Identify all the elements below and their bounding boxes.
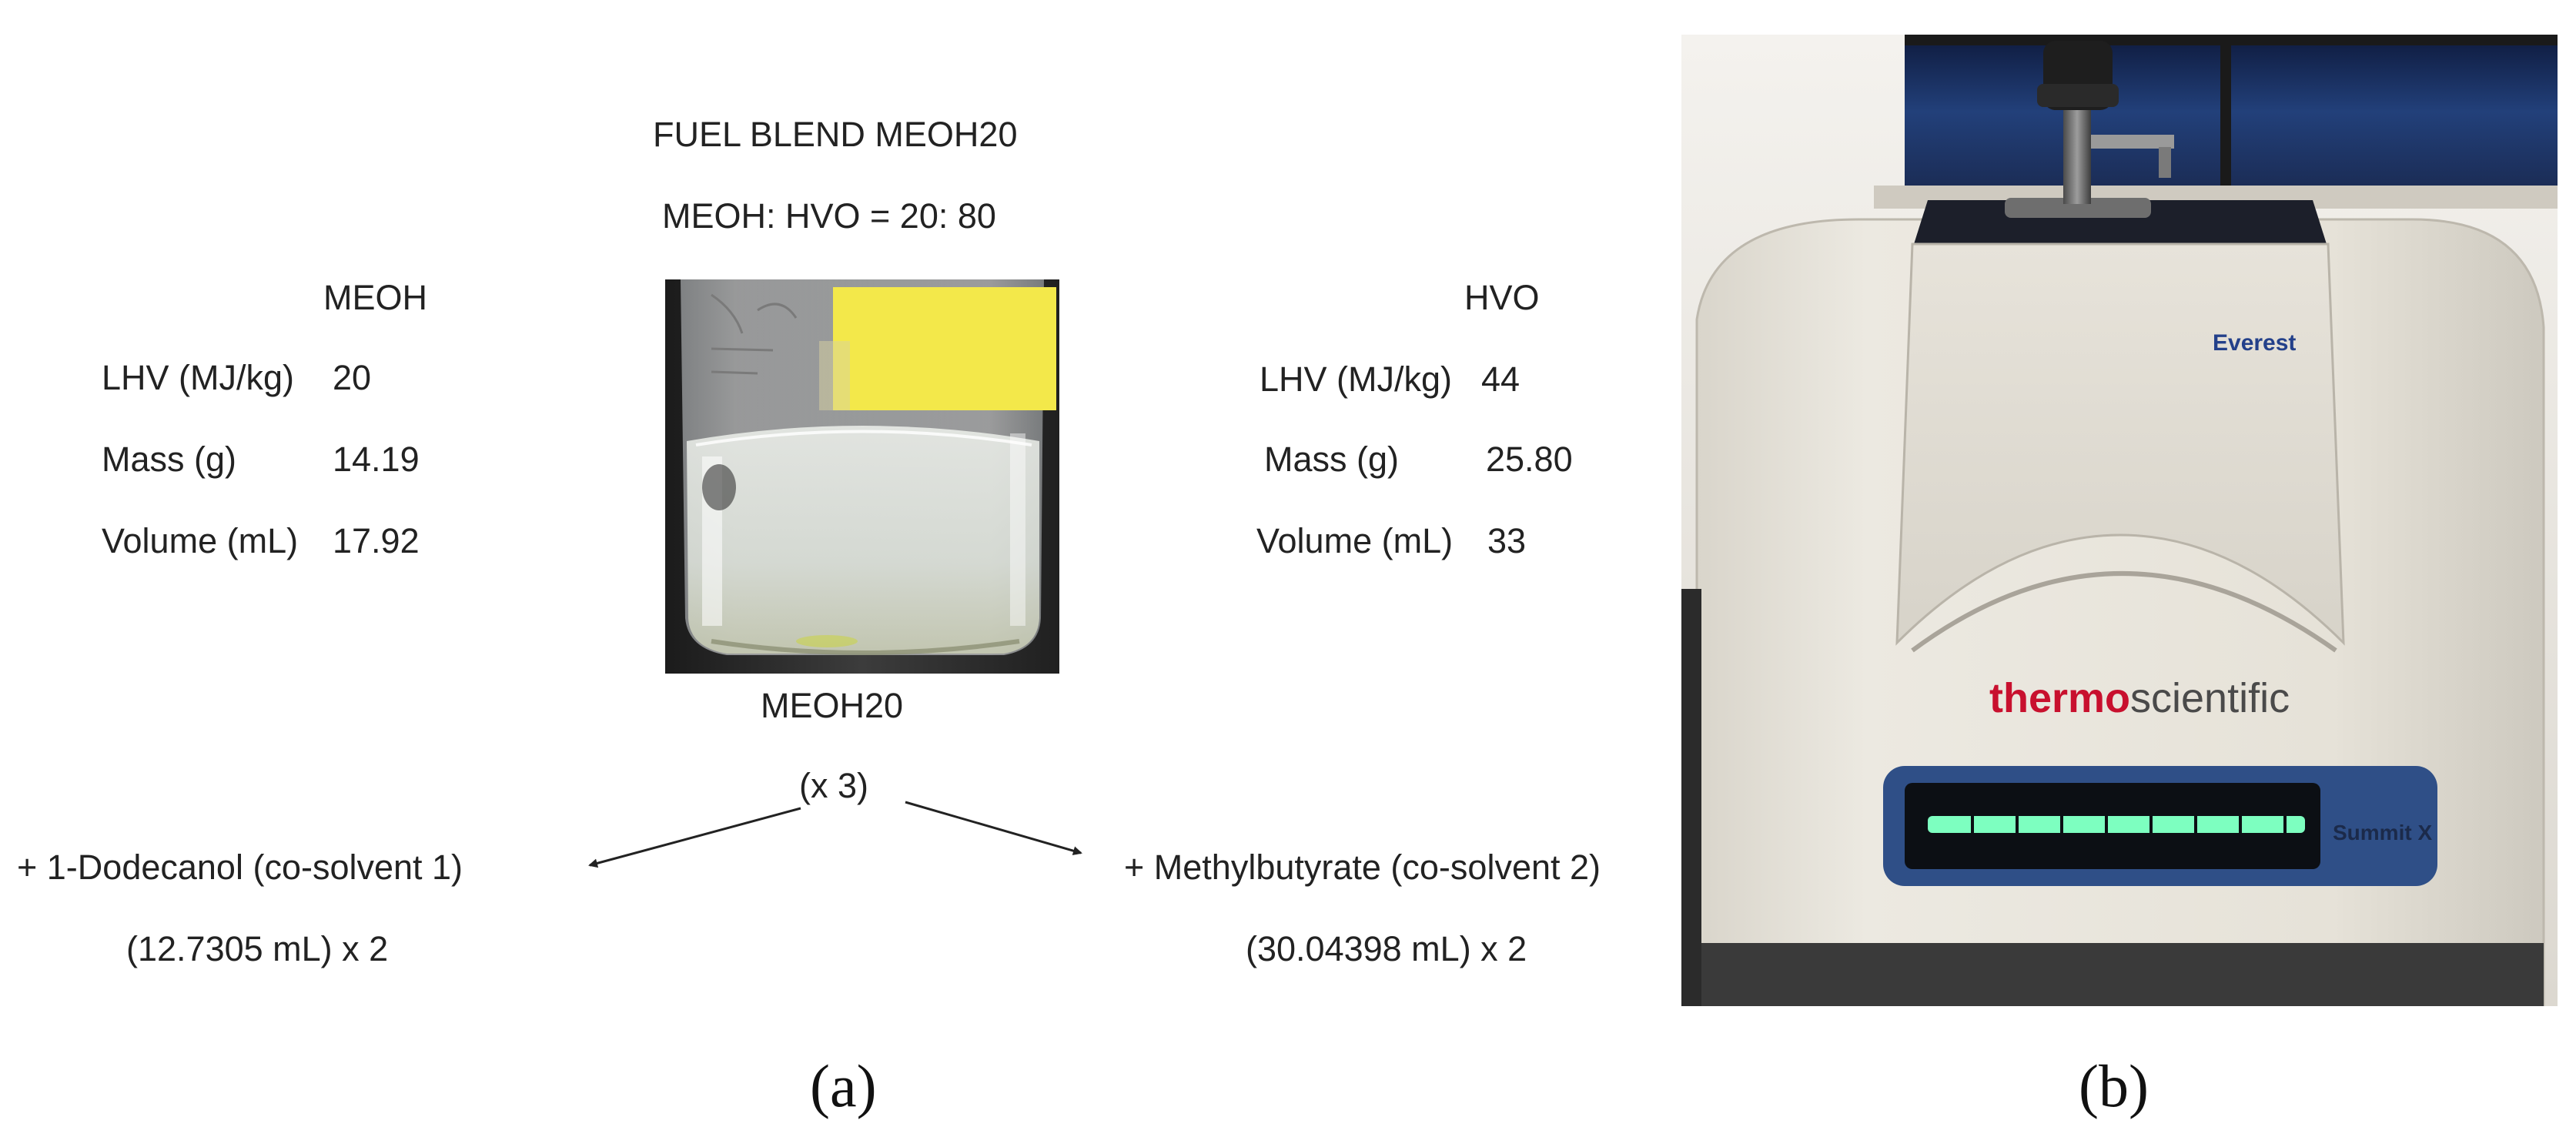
liquid-surface bbox=[695, 430, 1032, 446]
glass-reflection-right bbox=[1010, 433, 1025, 626]
hvo-lhv-value: 44 bbox=[1481, 359, 1521, 399]
brand-thermo: thermo bbox=[1989, 675, 2130, 721]
brand-logo: thermoscientific bbox=[1989, 675, 2290, 721]
beaker-liquid bbox=[687, 426, 1039, 654]
status-led-bar bbox=[1928, 816, 2305, 833]
instrument-lid bbox=[1895, 242, 2345, 646]
anvil-plate bbox=[2005, 198, 2151, 218]
pressure-knob-base bbox=[2037, 84, 2119, 107]
hvo-heading: HVO bbox=[1464, 278, 1540, 317]
cosolvent-2-amount: (30.04398 mL) x 2 bbox=[1246, 929, 1527, 968]
meoh-volume-label: Volume (mL) bbox=[102, 521, 299, 560]
meoh-mass-value: 14.19 bbox=[333, 440, 420, 479]
meoh-lhv-value: 20 bbox=[333, 358, 372, 397]
cosolvent-1-amount: (12.7305 mL) x 2 bbox=[126, 929, 389, 968]
panel-a-label: (a) bbox=[810, 1052, 877, 1119]
beaker-bottom bbox=[711, 639, 1020, 655]
beaker-graduations bbox=[711, 293, 798, 375]
pressure-arm bbox=[2091, 135, 2174, 149]
arrow-to-cosolvent-2 bbox=[905, 801, 1082, 855]
blend-title: FUEL BLEND MEOH20 bbox=[653, 115, 1018, 154]
pressure-column bbox=[2063, 104, 2091, 204]
meoh-heading: MEOH bbox=[323, 278, 427, 317]
blend-ratio: MEOH: HVO = 20: 80 bbox=[662, 196, 996, 236]
hvo-mass-value: 25.80 bbox=[1486, 440, 1573, 479]
hvo-mass-label: Mass (g) bbox=[1264, 440, 1400, 479]
lid-arch bbox=[1911, 571, 2337, 653]
beaker-photo bbox=[665, 279, 1059, 674]
device-model-text: Everest bbox=[2213, 330, 2296, 356]
meoh-volume-value: 17.92 bbox=[333, 521, 420, 560]
led-segments bbox=[1971, 814, 2287, 835]
meoh-mass-label: Mass (g) bbox=[102, 440, 237, 479]
pressure-tip bbox=[2159, 147, 2171, 178]
cosolvent-1-name: + 1-Dodecanol (co-solvent 1) bbox=[17, 848, 463, 887]
panel-b-label: (b) bbox=[2079, 1052, 2149, 1119]
cosolvent-2-name: + Methylbutyrate (co-solvent 2) bbox=[1124, 848, 1601, 887]
hvo-volume-label: Volume (mL) bbox=[1256, 521, 1454, 560]
beaker-illustration bbox=[665, 279, 1059, 674]
beaker-bottom-tint bbox=[796, 635, 858, 647]
hvo-volume-value: 33 bbox=[1487, 521, 1527, 560]
beaker-caption: MEOH20 bbox=[761, 686, 904, 725]
brand-scientific: scientific bbox=[2130, 675, 2290, 721]
meoh-lhv-label: LHV (MJ/kg) bbox=[102, 358, 295, 397]
glass-dark-spot bbox=[702, 464, 736, 510]
window-mullion bbox=[2220, 35, 2231, 189]
beaker-label-shadow bbox=[819, 341, 850, 410]
series-name: Summit X bbox=[2333, 821, 2432, 844]
device-base bbox=[1697, 943, 2544, 1006]
arrow-to-cosolvent-1 bbox=[588, 807, 801, 868]
beaker-yellow-label bbox=[833, 287, 1056, 410]
spectrometer-illustration: Everest thermoscientific Summit X bbox=[1681, 35, 2558, 1006]
spectrometer-photo: Everest thermoscientific Summit X bbox=[1681, 35, 2558, 1006]
blend-multiplier: (x 3) bbox=[799, 766, 868, 805]
hvo-lhv-label: LHV (MJ/kg) bbox=[1260, 359, 1453, 399]
side-cable bbox=[1681, 589, 1701, 1006]
